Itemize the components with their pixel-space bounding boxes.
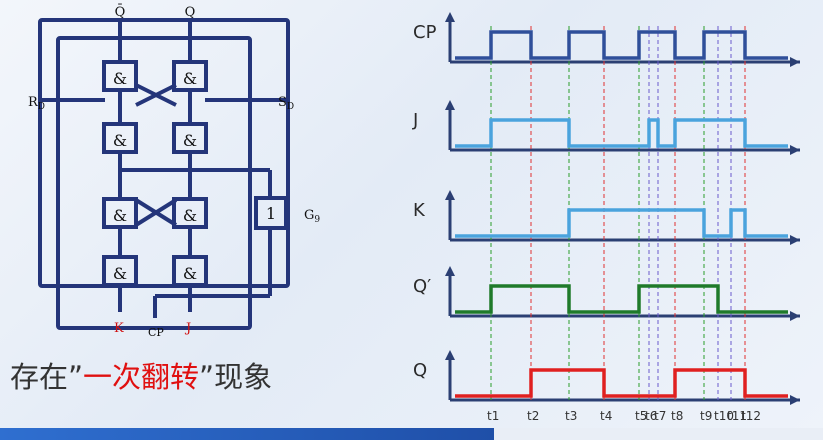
and-gates — [102, 60, 288, 287]
gate-symbol: & — [183, 206, 197, 225]
time-label: t7 — [654, 409, 666, 423]
axis-arrow — [790, 57, 800, 67]
outer-feedback-loop-left — [56, 36, 252, 330]
caption-highlight: 一次翻转 — [83, 360, 200, 394]
time-label: t3 — [565, 409, 577, 423]
axis-arrow — [445, 190, 455, 200]
axes-group — [445, 12, 800, 405]
time-label: t4 — [600, 409, 612, 423]
time-guides — [490, 26, 746, 400]
gate-symbol: & — [183, 69, 197, 88]
time-label: t5 — [635, 409, 647, 423]
time-label: t10 — [714, 409, 734, 423]
gate-symbol: & — [113, 264, 127, 283]
caption-prefix: 存在” — [10, 360, 84, 394]
bottom-accent-bar — [0, 428, 823, 440]
axis-arrow — [790, 235, 800, 245]
signal-trace — [455, 118, 788, 148]
time-label: t6 — [645, 409, 657, 423]
jk-flipflop-circuit: & & & & & & & & 1 Q̄ Q RD SD G9 K CP J — [28, 4, 320, 339]
q-bar-label: Q̄ — [115, 4, 126, 20]
signal-label: Q′ — [413, 276, 431, 297]
signal-trace — [455, 208, 788, 238]
gate-symbol: & — [183, 131, 197, 150]
outer-feedback-loop-right — [38, 18, 290, 288]
time-label: t9 — [700, 409, 712, 423]
signal-label: Q — [413, 360, 427, 381]
signal-trace — [455, 284, 788, 314]
signal-trace — [455, 30, 788, 60]
signal-traces — [455, 30, 788, 398]
and-gate-8 — [172, 255, 208, 287]
and-gate-7 — [102, 255, 138, 287]
signal-label: J — [412, 110, 418, 131]
gate-symbol: 1 — [266, 204, 276, 223]
signal-label: K — [413, 200, 426, 221]
gate-symbol: & — [183, 264, 197, 283]
axis-arrow — [790, 395, 800, 405]
sd-label: SD — [278, 95, 294, 112]
and-gate-6 — [172, 197, 208, 229]
time-label: t11 — [727, 409, 747, 423]
caption-suffix: ”现象 — [199, 360, 273, 394]
cp-input-label: CP — [148, 326, 164, 339]
gate-symbol: & — [113, 206, 127, 225]
and-gate-2 — [172, 60, 208, 92]
signal-trace — [455, 368, 788, 398]
and-gate-3 — [102, 122, 138, 154]
time-label: t2 — [527, 409, 539, 423]
axis-arrow — [790, 145, 800, 155]
k-input-label: K — [114, 321, 124, 336]
axis-arrow — [790, 311, 800, 321]
gate-symbol: & — [113, 69, 127, 88]
time-label: t12 — [741, 409, 761, 423]
and-gate-1 — [102, 60, 138, 92]
axis-arrow — [445, 350, 455, 360]
j-input-label: J — [184, 321, 191, 336]
and-gate-5 — [102, 197, 138, 229]
axis-arrow — [445, 266, 455, 276]
caption: 存在”一次翻转”现象 — [10, 354, 272, 396]
time-label: t1 — [487, 409, 499, 423]
gate-symbol: & — [113, 131, 127, 150]
g9-label: G9 — [304, 208, 320, 225]
axis-arrow — [445, 12, 455, 22]
signal-label: CP — [413, 22, 437, 43]
inverter-gate-g9 — [254, 196, 288, 230]
signal-labels: CP J K Q′ Q — [412, 22, 437, 381]
time-label: t8 — [671, 409, 683, 423]
and-gate-4 — [172, 122, 208, 154]
q-label: Q — [185, 5, 196, 20]
axis-arrow — [445, 100, 455, 110]
rd-label: RD — [28, 95, 45, 112]
